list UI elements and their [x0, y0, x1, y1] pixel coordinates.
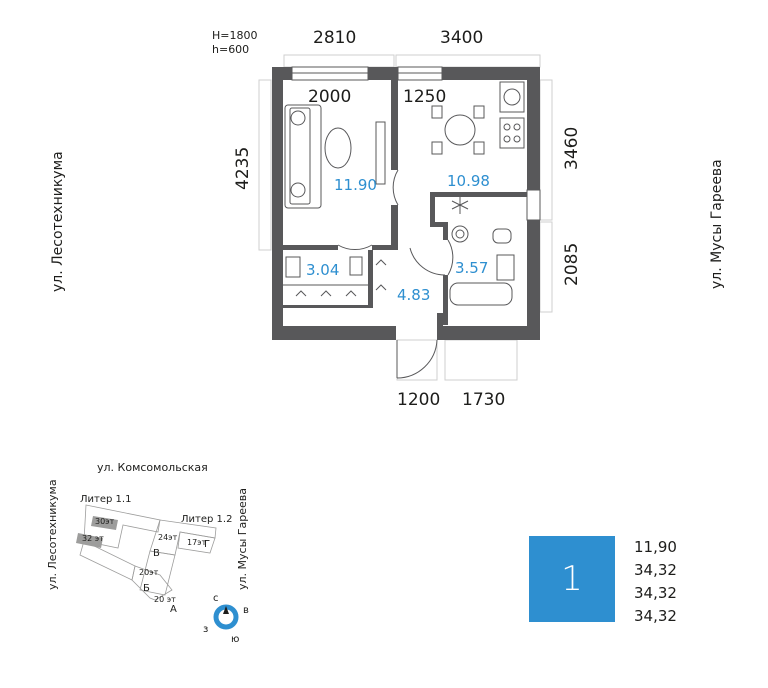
window-sill-height: h=600	[212, 43, 249, 56]
site-floors-20b: 20 эт	[154, 595, 176, 604]
compass-north: с	[213, 593, 219, 604]
living-room-area: 11.90	[334, 176, 377, 194]
dim-left-height: 4235	[233, 147, 253, 190]
dim-right-lower: 2085	[562, 243, 582, 286]
compass-south: ю	[231, 634, 239, 645]
furniture	[283, 81, 525, 306]
dim-window-left: 2000	[308, 87, 351, 107]
area-summary: 11,90 34,32 34,32 34,32	[634, 536, 677, 628]
site-floors-17: 17эт	[187, 538, 207, 547]
site-building-outlines	[79, 504, 217, 601]
site-label-a: А	[170, 604, 177, 615]
site-floors-30: 30эт	[95, 517, 115, 526]
area-total-3: 34,32	[634, 607, 677, 625]
door-arcs	[337, 169, 454, 379]
compass-east: в	[243, 605, 249, 616]
site-label-b: Б	[143, 583, 150, 594]
dim-top-left: 2810	[313, 28, 356, 48]
site-floors-20a: 20эт	[139, 568, 159, 577]
dim-window-right: 1250	[403, 87, 446, 107]
compass-west: з	[203, 624, 208, 635]
street-left-label: ул. Лесотехникума	[50, 151, 66, 292]
site-label-g: Г	[204, 539, 210, 550]
site-street-left: ул. Лесотехникума	[46, 479, 59, 590]
interior-walls	[283, 80, 527, 325]
site-floors-24: 24эт	[158, 533, 178, 542]
area-total-1: 34,32	[634, 561, 677, 579]
room-count-badge: 1	[529, 536, 615, 622]
hall-area: 4.83	[397, 286, 430, 304]
site-plan: ул. Комсомольская ул. Лесотехникума ул. …	[46, 461, 249, 645]
site-tower-30	[91, 516, 118, 530]
site-street-right: ул. Мусы Гареева	[236, 488, 249, 590]
compass-icon	[213, 604, 239, 630]
site-liter-11: Литер 1.1	[80, 494, 131, 505]
dim-right-upper: 3460	[562, 127, 582, 170]
dim-bottom-left: 1200	[397, 390, 440, 410]
window-height: H=1800	[212, 29, 257, 42]
site-floors-32: 32 эт	[82, 534, 104, 543]
bathroom-area: 3.57	[455, 259, 488, 277]
street-right-label: ул. Мусы Гареева	[709, 159, 725, 289]
site-label-v: В	[153, 548, 160, 559]
area-living: 11,90	[634, 538, 677, 556]
windows	[291, 66, 541, 221]
wardrobe-area: 3.04	[306, 261, 339, 279]
kitchen-area: 10.98	[447, 172, 490, 190]
dim-bottom-right: 1730	[462, 390, 505, 410]
site-liter-12: Литер 1.2	[181, 514, 232, 525]
area-total-2: 34,32	[634, 584, 677, 602]
site-street-top: ул. Комсомольская	[97, 461, 208, 474]
site-tower-32	[76, 533, 103, 548]
dim-top-right: 3400	[440, 28, 483, 48]
